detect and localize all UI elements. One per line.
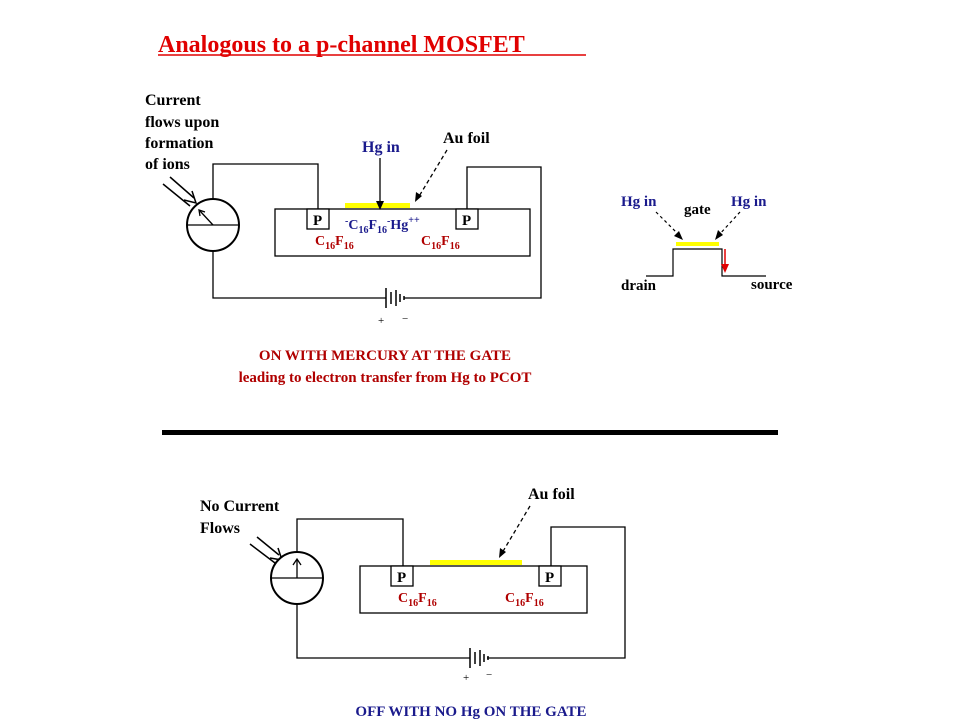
top-pad-left-label: P bbox=[313, 213, 322, 229]
top-meter-label-line: Current bbox=[145, 92, 201, 109]
schematic-hg-in-left-label: Hg in bbox=[621, 194, 657, 210]
schematic-right-arrowhead bbox=[715, 230, 723, 240]
top-au-foil-label: Au foil bbox=[443, 130, 490, 147]
top-battery-plus: + bbox=[378, 315, 384, 327]
top-ammeter bbox=[186, 198, 240, 252]
schematic-gate-label: gate bbox=[684, 202, 711, 218]
bottom-battery bbox=[469, 648, 489, 668]
bottom-right-c16f16-label: C16F16 bbox=[505, 591, 544, 609]
top-caption-line1: ON WITH MERCURY AT THE GATE bbox=[259, 348, 511, 364]
top-hg-in-arrowhead bbox=[376, 201, 384, 210]
top-meter-label-line: of ions bbox=[145, 156, 190, 173]
top-battery-minus: − bbox=[402, 313, 408, 325]
bottom-au-foil-pointer bbox=[501, 505, 531, 554]
schematic-left-arrowhead bbox=[674, 231, 683, 240]
top-pad-left bbox=[306, 208, 330, 230]
top-meter-label-line: formation bbox=[145, 135, 214, 152]
bottom-battery-plus: + bbox=[463, 672, 469, 684]
schematic-left-dashed-arrow bbox=[655, 211, 681, 237]
schematic-red-arrowhead bbox=[721, 264, 729, 273]
top-circuit: Current flows upon formation of ions bbox=[145, 92, 542, 386]
bottom-meter-label-line: No Current bbox=[200, 498, 280, 515]
top-gold-foil bbox=[345, 203, 410, 208]
schematic-gate-foil bbox=[676, 242, 719, 246]
bottom-pad-left bbox=[390, 565, 414, 587]
bottom-au-foil-arrowhead bbox=[499, 548, 506, 558]
slide-title: Analogous to a p-channel MOSFET bbox=[158, 32, 525, 58]
schematic-source-label: source bbox=[751, 277, 793, 293]
bottom-pad-right-label: P bbox=[545, 570, 554, 586]
bottom-meter-label: No Current Flows bbox=[200, 498, 283, 537]
bottom-pad-right bbox=[538, 565, 562, 587]
bottom-battery-minus: − bbox=[486, 669, 492, 681]
bottom-caption: OFF WITH NO Hg ON THE GATE bbox=[355, 704, 586, 720]
top-hg-in-label: Hg in bbox=[362, 139, 400, 156]
top-meter-pointer-arrow bbox=[162, 176, 198, 207]
top-caption-line2: leading to electron transfer from Hg to … bbox=[239, 370, 532, 386]
top-pad-right-label: P bbox=[462, 213, 471, 229]
top-au-foil-arrowhead bbox=[415, 192, 422, 202]
top-au-foil-pointer bbox=[417, 149, 448, 199]
bottom-wires bbox=[296, 518, 626, 659]
bottom-left-c16f16-label: C16F16 bbox=[398, 591, 437, 609]
schematic-hg-in-right-label: Hg in bbox=[731, 194, 767, 210]
schematic-channel-line bbox=[646, 248, 766, 277]
top-meter-label: Current flows upon formation of ions bbox=[145, 92, 223, 173]
bottom-gold-foil bbox=[430, 560, 522, 565]
section-divider bbox=[162, 430, 778, 435]
bottom-meter-pointer-arrow bbox=[249, 536, 284, 564]
schematic-right-dashed-arrow bbox=[717, 211, 741, 237]
bottom-circuit: No Current Flows + − bbox=[200, 486, 626, 720]
top-battery bbox=[385, 288, 405, 308]
top-right-c16f16-label: C16F16 bbox=[421, 234, 460, 252]
top-pad-right bbox=[455, 208, 479, 230]
top-wires bbox=[212, 163, 542, 299]
top-left-c16f16-label: C16F16 bbox=[315, 234, 354, 252]
bottom-pad-left-label: P bbox=[397, 570, 406, 586]
top-meter-label-line: flows upon bbox=[145, 114, 219, 131]
top-substrate bbox=[274, 208, 531, 257]
schematic-drain-label: drain bbox=[621, 278, 657, 294]
bottom-ammeter bbox=[270, 551, 324, 605]
bottom-au-foil-label: Au foil bbox=[528, 486, 575, 503]
mosfet-schematic: Hg in gate Hg in drain source bbox=[621, 194, 793, 294]
bottom-meter-label-line: Flows bbox=[200, 520, 240, 537]
top-ion-formula: -C16F16-Hg++ bbox=[345, 215, 420, 236]
